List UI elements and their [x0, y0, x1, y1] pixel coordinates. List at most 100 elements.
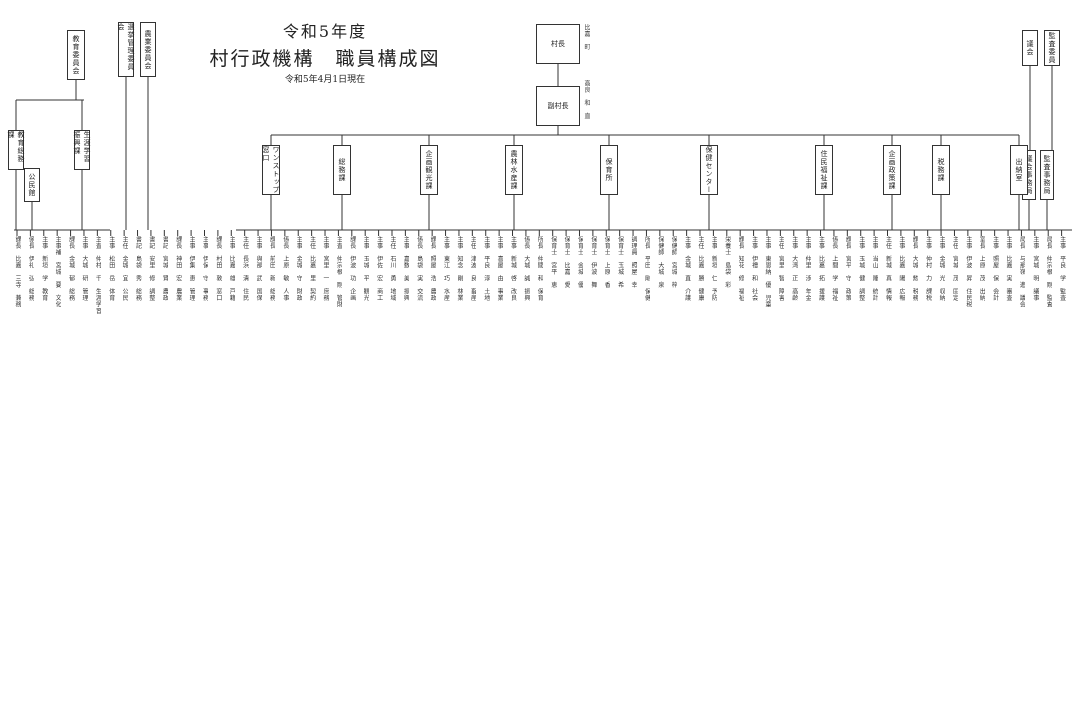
- staff-column: 係長 上間 学 福祉: [830, 236, 838, 301]
- department-label: 総務課: [338, 158, 346, 182]
- staff-column: 主任 金城 宜 公民: [121, 236, 129, 301]
- staff-column: 書記 安里 修 調整: [147, 236, 155, 301]
- staff-column: 主事 金城 直 介護: [683, 236, 691, 301]
- staff-column: 課長 村田 敦 窓口: [214, 236, 222, 301]
- staff-column: 所長 平田 剛 保健: [643, 236, 651, 301]
- staff-column: 主事 伊波 昇 住民税: [964, 236, 972, 308]
- audit-office-label: 監査事務局: [1043, 155, 1051, 195]
- assembly-box: 議会: [1022, 30, 1038, 66]
- staff-column: 主任 石川 勇 地域: [388, 236, 396, 301]
- department-box: 出納室: [1010, 145, 1028, 195]
- staff-column: 主事 仲村 力 課税: [924, 236, 932, 301]
- staff-column: 主事 平良 学 監査: [1058, 236, 1066, 301]
- staff-column: 主事 金城 守 財政: [295, 236, 303, 301]
- staff-column: 係長 上原 敏 人事: [281, 236, 289, 301]
- staff-column: 課長 比嘉 三寺 兼務: [14, 236, 21, 308]
- staff-column: 主任 新城 真 情報: [884, 236, 892, 301]
- staff-column: 主事 玉城 平 観光: [362, 236, 370, 301]
- deputy-mayor-label: 副村長: [547, 102, 569, 110]
- staff-column: 保育士 宮平 恵: [549, 236, 557, 288]
- assembly-office-label: 議会事務局: [1025, 155, 1033, 195]
- staff-column: 主任 宮里 智 障害: [777, 236, 785, 301]
- agriculture-board-box: 農業委員会: [140, 22, 156, 77]
- mayor-name: 比嘉 町: [583, 24, 590, 50]
- staff-column: 主事 東江 巧 水産: [442, 236, 450, 301]
- staff-column: 課長 金城 郁 総務: [67, 236, 75, 301]
- department-box: 保健センター: [700, 145, 718, 195]
- staff-column: 主事 東恩納 優 児童: [763, 236, 771, 308]
- staff-column: 局長 仲宗根 剛 監査: [1045, 236, 1053, 308]
- staff-column: 主事 宮城 明 議事: [1031, 236, 1039, 301]
- staff-column: 主事 大城 研 管理: [80, 236, 88, 301]
- staff-column: 主事 大湾 正 高齢: [790, 236, 798, 301]
- staff-column: 主事 金城 光 収納: [938, 236, 946, 301]
- staff-column: 主事 玉城 健 調整: [857, 236, 865, 301]
- staff-column: 主事 嘉数 美 振興: [402, 236, 410, 301]
- community-hall-box: 公民館: [24, 168, 40, 202]
- deputy-mayor-box: 副村長: [536, 86, 580, 126]
- staff-column: 係長 大城 誠 振興: [522, 236, 530, 301]
- staff-column: 主事 新垣 学 教育: [40, 236, 48, 301]
- department-label: 住民福祉課: [820, 150, 828, 190]
- staff-column: 主事 宮里 一 庶務: [322, 236, 330, 301]
- department-box: ワンストップ窓口: [262, 145, 280, 195]
- audit-box: 監査委員: [1044, 30, 1060, 66]
- staff-column: 課長 宮平 守 政策: [844, 236, 852, 301]
- staff-column: 主事 照屋 保 会計: [991, 236, 999, 301]
- mayor-label: 村長: [551, 40, 565, 48]
- department-label: ワンストップ窓口: [262, 146, 280, 194]
- education-board-label: 教育委員会: [72, 35, 80, 75]
- staff-column: 主事 喜屋 由 事業: [496, 236, 504, 301]
- staff-column: 保育士 伊波 舞: [589, 236, 597, 288]
- lifelong-learning-label: 生涯学習振興課: [73, 131, 91, 163]
- staff-column: 係長 伊礼 弘 総務: [27, 236, 35, 301]
- department-box: 総務課: [333, 145, 351, 195]
- department-label: 企画観光課: [425, 150, 433, 190]
- staff-column: 主事 伊集 恵 管理: [188, 236, 196, 301]
- staff-column: 主事 仲里 渉 年金: [804, 236, 812, 301]
- department-label: 税務課: [937, 158, 945, 182]
- staff-column: 保育士 比嘉 愛: [563, 236, 571, 288]
- staff-column: 課長 大城 勲 税務: [911, 236, 919, 301]
- staff-column: 主事 比嘉 雄 戸籍: [228, 236, 236, 301]
- page-title: 令和5年度: [282, 22, 368, 41]
- staff-column: 課長 前田 新 総務: [268, 236, 276, 301]
- education-board-box: 教育委員会: [67, 30, 85, 80]
- staff-column: 主事 新垣 仁 予防: [710, 236, 718, 301]
- department-box: 農林水産課: [505, 145, 523, 195]
- staff-column: 課長 照屋 浩 農政: [429, 236, 437, 301]
- audit-office-box: 監査事務局: [1040, 150, 1054, 200]
- staff-column: 主事補 宮城 要 文化: [54, 236, 62, 308]
- department-label: 保育所: [605, 158, 613, 182]
- department-box: 保育所: [600, 145, 618, 195]
- education-general-box: 教育総務課: [7, 130, 25, 170]
- election-board-label: 選挙管理委員会: [117, 23, 135, 71]
- staff-column: 主査 仲宗根 剛 管財: [335, 236, 343, 308]
- staff-column: 保健師 大城 泉: [656, 236, 664, 288]
- staff-column: 主事 知念 剛 林業: [455, 236, 463, 301]
- staff-column: 主任 長浜 清 住民: [241, 236, 249, 301]
- staff-column: 主任 津波 良 畜産: [469, 236, 477, 301]
- staff-column: 主査 仲村 千 生涯学習: [94, 236, 102, 314]
- staff-column: 主事 伊禮 和 社会: [750, 236, 758, 301]
- staff-column: 保育士 金城 優: [576, 236, 584, 288]
- department-box: 税務課: [932, 145, 950, 195]
- deputy-mayor-name: 高良 和 直: [583, 80, 590, 119]
- staff-column: 書記 島袋 秀 総務: [134, 236, 142, 301]
- department-box: 企画観光課: [420, 145, 438, 195]
- staff-column: 主事 與那 武 国保: [255, 236, 263, 301]
- staff-column: 主事 伊佐 宏 商工: [375, 236, 383, 301]
- department-box: 住民福祉課: [815, 145, 833, 195]
- staff-column: 主任 比嘉 里 契約: [308, 236, 316, 301]
- agriculture-board-label: 農業委員会: [144, 29, 152, 70]
- staff-column: 主任 比嘉 勝 健康: [697, 236, 704, 301]
- education-general-label: 教育総務課: [7, 131, 25, 163]
- staff-column: 課長 神田 宏 農業: [174, 236, 182, 301]
- as-of-date: 令和5年4月1日現在: [284, 75, 366, 85]
- community-hall-label: 公民館: [28, 173, 36, 197]
- staff-column: 保健師 宮城 梓: [670, 236, 678, 288]
- staff-column: 主事 比嘉 実 審査: [1005, 236, 1013, 301]
- staff-column: 保育士 上原 香: [603, 236, 611, 288]
- department-label: 農林水産課: [510, 150, 518, 190]
